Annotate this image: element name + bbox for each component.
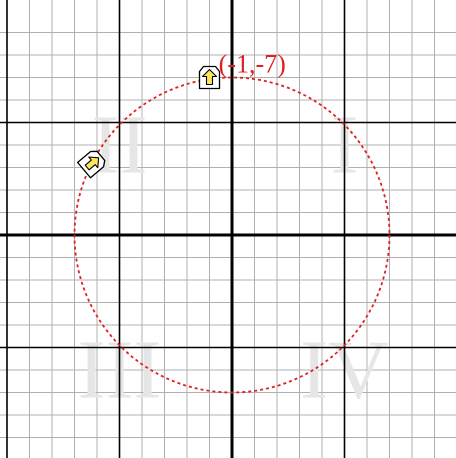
arrow-marker-top bbox=[198, 65, 221, 90]
coordinate-label: (-1,-7) bbox=[219, 50, 286, 79]
markers-layer bbox=[76, 65, 221, 179]
arrow-icon bbox=[84, 156, 100, 171]
labels-layer: (-1,-7) bbox=[219, 50, 286, 79]
arrow-icon bbox=[201, 68, 218, 86]
circle-layer bbox=[73, 76, 391, 394]
dotted-circle bbox=[73, 76, 391, 394]
arrow-marker-left bbox=[76, 150, 106, 179]
